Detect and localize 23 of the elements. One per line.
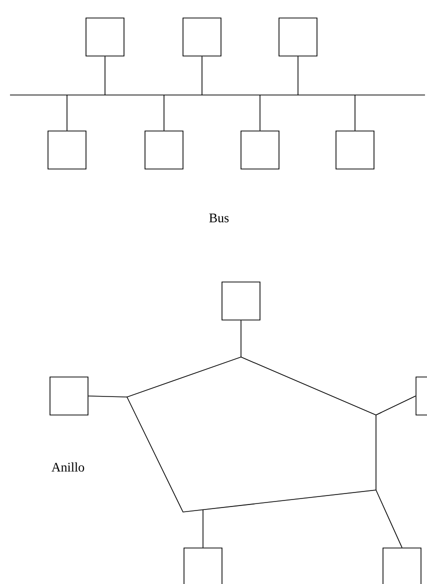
station-box — [144, 130, 184, 170]
station-box — [382, 548, 422, 584]
station-box — [416, 376, 427, 416]
connector-line — [202, 510, 204, 548]
station-box — [182, 18, 222, 56]
station-box — [50, 376, 88, 416]
connector-line — [376, 396, 416, 416]
caption-label: Anillo — [52, 462, 84, 472]
bus-line — [10, 94, 425, 96]
station-box — [336, 130, 374, 170]
station-box — [184, 548, 222, 584]
station-box — [240, 130, 280, 170]
connector-line — [376, 490, 402, 548]
station-box — [48, 130, 86, 170]
connector-line — [88, 396, 128, 398]
caption-label: Bus — [209, 214, 229, 222]
connector-line — [240, 320, 242, 358]
connector-line — [66, 94, 68, 132]
connector-line — [354, 94, 356, 132]
connector-line — [104, 56, 106, 96]
station-box — [278, 18, 318, 56]
station-box — [222, 282, 260, 320]
station-box — [86, 18, 124, 56]
